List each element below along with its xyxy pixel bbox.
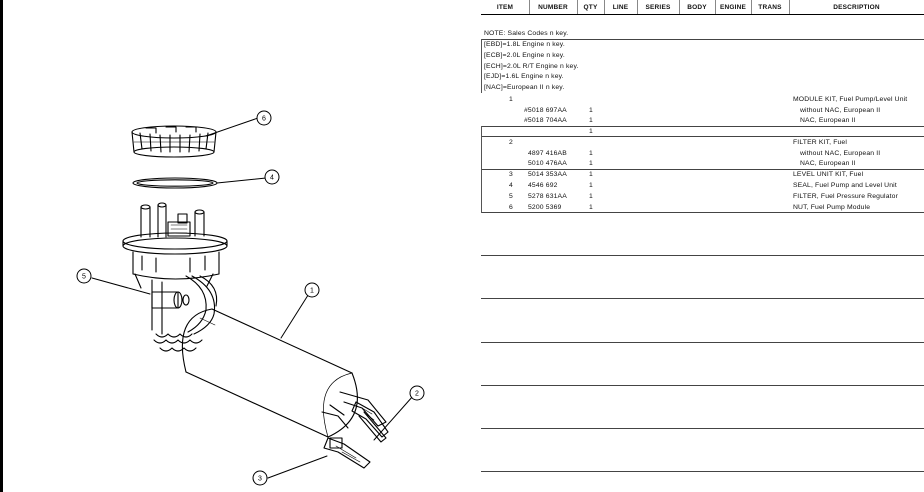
row-qty: 1 [589,193,593,200]
row-number: 5200 5369 [528,204,562,211]
header-series: SERIES [645,4,671,11]
note-line: [EBD]=1.8L Engine n key. [484,41,565,48]
blank-row-line [481,255,924,256]
callout-2-label: 2 [415,391,419,398]
row-number: #5018 704AA [524,117,567,124]
pump-nut-ring-part [131,125,217,158]
header-body: BODY [687,4,707,11]
row-description: without NAC, European II [800,150,881,157]
header-divider [679,0,680,14]
row-item: 4 [509,182,513,189]
leader-lines [91,117,414,479]
header-divider [715,0,716,14]
row-item: 1 [509,96,513,103]
header-divider [637,0,638,14]
row-item: 5 [509,193,513,200]
row-description: LEVEL UNIT KIT, Fuel [793,171,864,178]
header-divider [529,0,530,14]
page-left-edge-rule [0,0,3,492]
row-divider [481,39,924,40]
row-description: SEAL, Fuel Pump and Level Unit [793,182,897,189]
note-line: [NAC]=European II n key. [484,84,565,91]
row-divider [481,212,924,213]
note-line: [ECH]=2.0L R/T Engine n key. [484,63,579,70]
row-qty: 1 [589,117,593,124]
row-qty: 1 [589,107,593,114]
header-divider [751,0,752,14]
row-number: 5010 476AA [528,160,567,167]
callout-3-label: 3 [258,476,262,483]
row-number: 4546 692 [528,182,558,189]
header-qty: QTY [583,4,598,11]
fuel-pump-module-diagram: 1 2 3 4 5 6 [76,110,425,486]
blank-row-line [481,342,924,343]
row-item: 6 [509,204,513,211]
header-number: NUMBER [538,4,568,11]
row-divider [481,169,924,170]
callout-5-label: 5 [82,274,86,281]
blank-row-line [481,385,924,386]
row-description: FILTER, Fuel Pressure Regulator [793,193,899,200]
header-description: DESCRIPTION [833,4,880,11]
header-line: LINE [612,4,629,11]
row-description: MODULE KIT, Fuel Pump/Level Unit [793,96,908,103]
row-qty: 1 [589,150,593,157]
blank-row-line [481,298,924,299]
header-divider [789,0,790,14]
seal-ring-part [132,177,218,189]
header-divider [577,0,578,14]
row-qty: 1 [589,160,593,167]
note-line: NOTE: Sales Codes n key. [484,30,569,37]
blank-row-line [481,428,924,429]
row-description: without NAC, European II [800,107,881,114]
row-qty: 1 [589,204,593,211]
header-divider [604,0,605,14]
callout-4-label: 4 [270,175,274,182]
row-description: NUT, Fuel Pump Module [793,204,871,211]
row-divider [481,136,924,137]
notes-left-border [481,39,482,93]
row-item: 2 [509,139,513,146]
row-divider [481,126,924,127]
blank-row-line [481,471,924,472]
header-item: ITEM [496,4,514,11]
header-trans: TRANS [758,4,782,11]
row-qty: 1 [589,128,593,135]
note-line: [ECB]=2.0L Engine n key. [484,52,565,59]
row-item: 3 [509,171,513,178]
header-rule [481,14,924,15]
callout-1-label: 1 [310,288,314,295]
note-line: [EJD]=1.6L Engine n key. [484,73,564,80]
row-description: NAC, European II [800,160,856,167]
row-number: 5014 353AA [528,171,567,178]
row-description: NAC, European II [800,117,856,124]
row-number: 5278 631AA [528,193,567,200]
row-qty: 1 [589,182,593,189]
callout-6-label: 6 [262,116,266,123]
row-qty: 1 [589,171,593,178]
row-number: 4897 416AB [528,150,567,157]
header-engine: ENGINE [719,4,747,11]
pump-module-assembly-part [122,202,389,469]
row-description: FILTER KIT, Fuel [793,139,848,146]
callout-circles [76,110,425,486]
row-number: #5018 697AA [524,107,567,114]
table-left-border [481,126,482,213]
